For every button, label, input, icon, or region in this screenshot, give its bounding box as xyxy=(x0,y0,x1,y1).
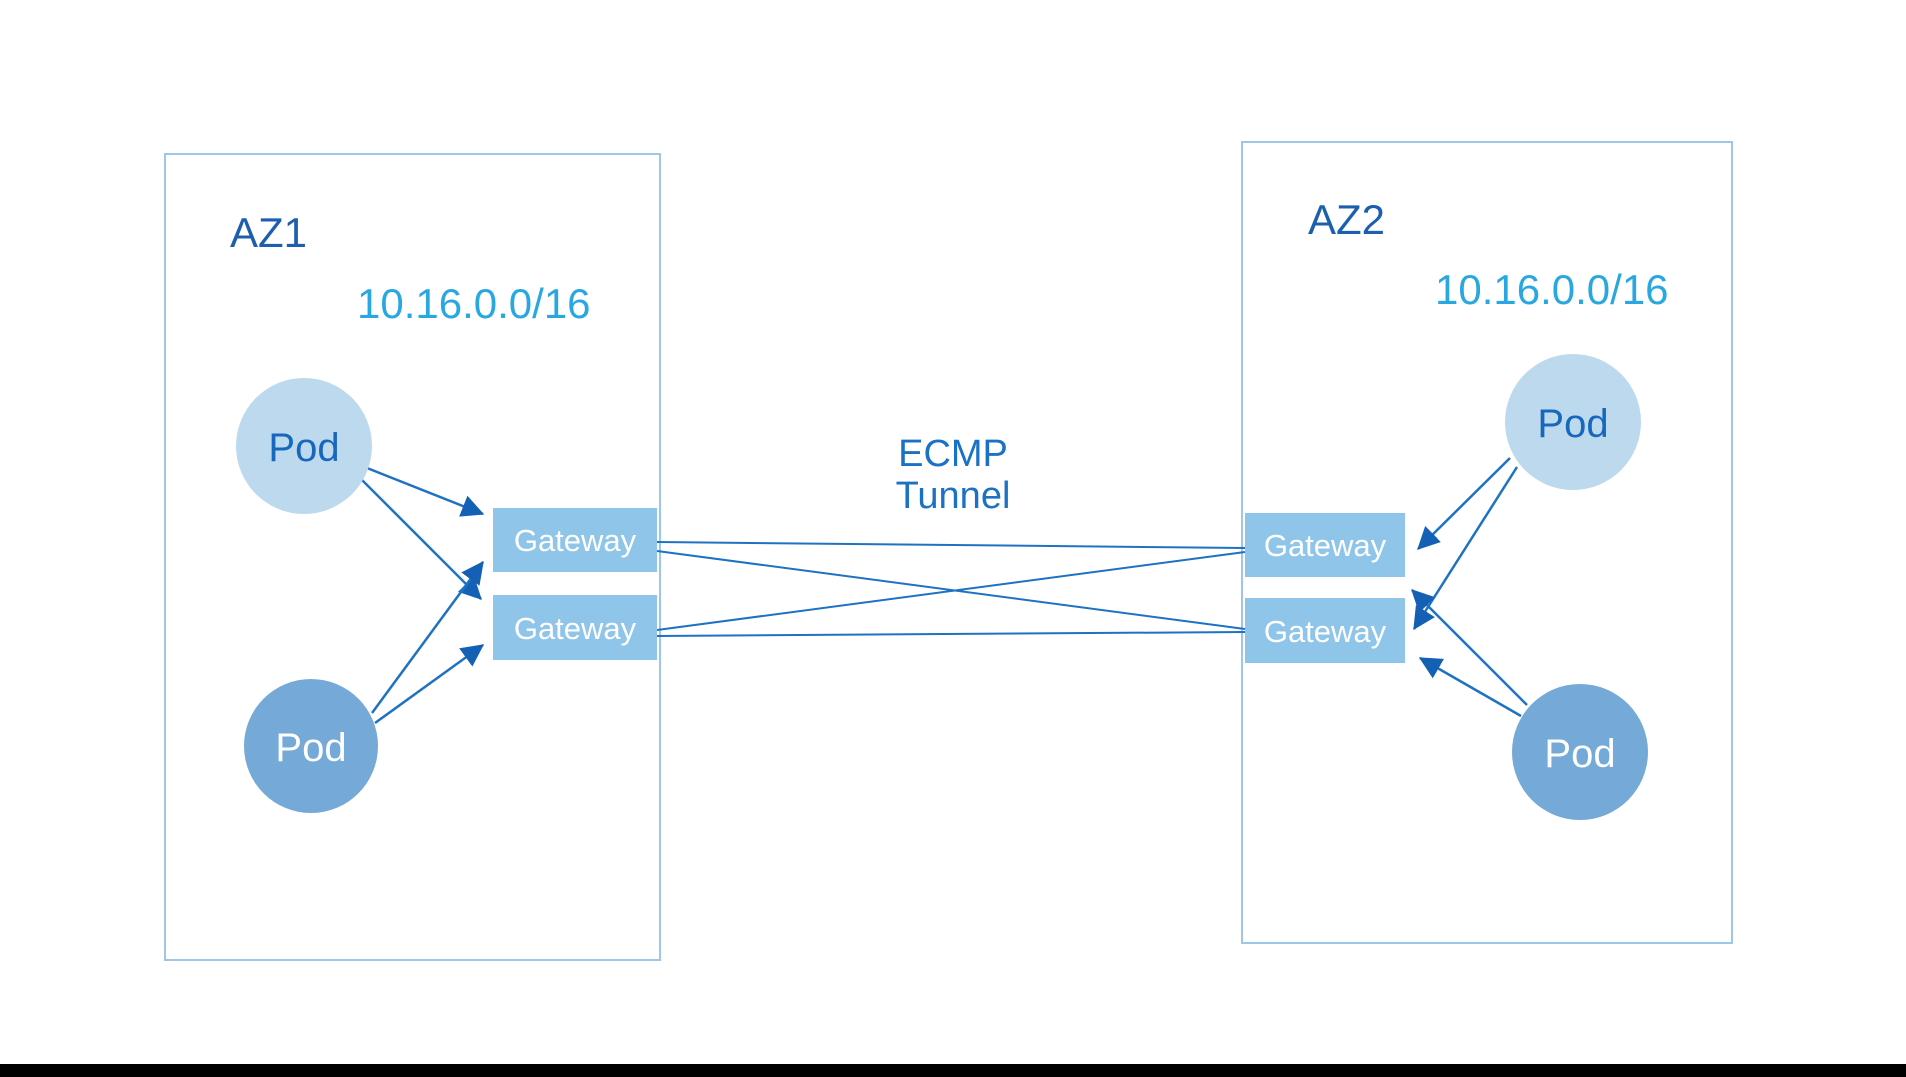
az1-cidr-label: 10.16.0.0/16 xyxy=(357,280,591,327)
bottom-letterbox-bar xyxy=(0,1064,1906,1077)
az2-gateway2-box xyxy=(1245,598,1405,663)
az1-label: AZ1 xyxy=(230,209,307,256)
az1-podbottom-to-gw2-arrow xyxy=(374,643,485,725)
az2-cidr-label: 10.16.0.0/16 xyxy=(1435,266,1669,313)
az1-gateway2-box xyxy=(493,595,657,660)
az1-pod-top-label: Pod xyxy=(268,426,339,470)
az2-label: AZ2 xyxy=(1308,196,1385,243)
az2-pod-bottom-label: Pod xyxy=(1544,732,1615,776)
tunnel-title-line2: Tunnel xyxy=(896,475,1011,517)
az2-podtop-to-gw1-arrow xyxy=(1417,457,1511,550)
tunnel-line-gw2-gw2 xyxy=(656,631,1246,637)
az2-pod-bottom-circle xyxy=(1512,684,1648,820)
az1-pod-top-circle xyxy=(236,378,372,514)
az2-gateway1-label: Gateway xyxy=(1264,528,1387,563)
az1-pod-bottom-circle xyxy=(244,679,378,813)
az1-gateway2-label: Gateway xyxy=(514,611,637,646)
az1-gateway1-label: Gateway xyxy=(514,523,637,558)
az1-podtop-to-gw2-arrow xyxy=(360,478,482,600)
az2-gateway1-box xyxy=(1245,513,1405,577)
az2-podbottom-to-gw1-arrow xyxy=(1411,589,1528,706)
az1-podbottom-to-gw1-arrow xyxy=(370,560,485,714)
az1-podtop-to-gw1-arrow xyxy=(366,466,485,517)
az2-podbottom-to-gw2-arrow xyxy=(1418,656,1522,718)
tunnel-line-gw1-gw1 xyxy=(656,541,1246,549)
az2-pod-top-circle xyxy=(1505,354,1641,490)
az1-gateway1-box xyxy=(493,508,657,572)
tunnel-title-line1: ECMP xyxy=(898,433,1008,475)
az2-gateway2-label: Gateway xyxy=(1264,614,1387,649)
tunnel-line-gw2-gw1 xyxy=(656,551,1246,631)
az1-pod-bottom-label: Pod xyxy=(275,726,346,770)
az2-pod-top-label: Pod xyxy=(1537,402,1608,446)
